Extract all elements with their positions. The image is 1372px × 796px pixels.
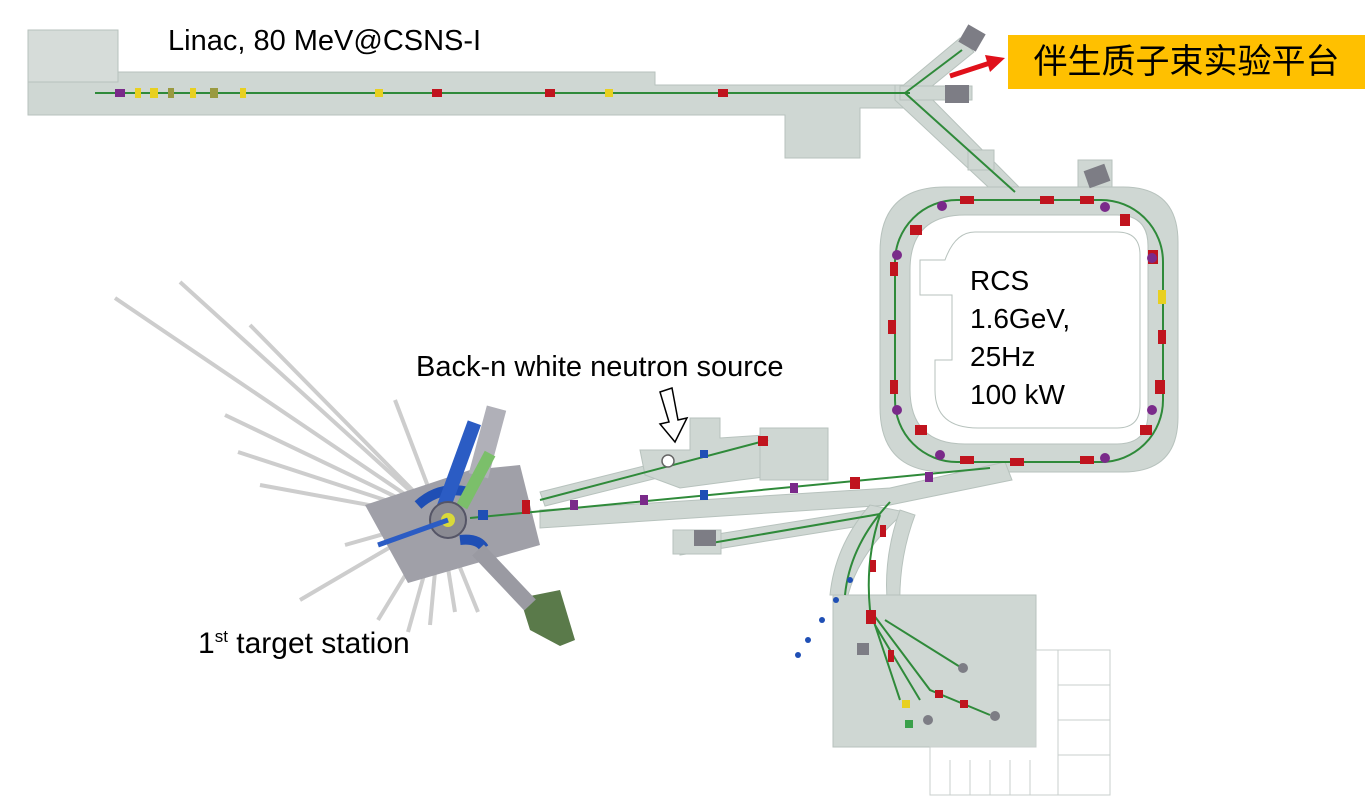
- rcs-energy: 1.6GeV,: [970, 303, 1071, 334]
- backn-arrow-icon: [658, 387, 689, 444]
- rcs-label-block: RCS 1.6GeV, 25Hz 100 kW: [970, 262, 1070, 414]
- target-label-rest: target station: [227, 627, 410, 660]
- rcs-inner-building: [919, 231, 1141, 429]
- target-green-block: [520, 590, 575, 646]
- target-station-label: 1st target station: [198, 626, 410, 662]
- target-lower-guide: [377, 517, 449, 548]
- magnets: [115, 24, 1166, 728]
- hall-beamline-4: [884, 619, 966, 671]
- rtbt-main-tunnel: [539, 461, 1013, 529]
- rtbt-magnets: [478, 436, 933, 520]
- equipment-blocks: [694, 24, 1111, 655]
- backn-label: Back-n white neutron source: [416, 351, 784, 383]
- experimental-hall: [832, 594, 1037, 748]
- platform-arrow-icon: [949, 55, 1005, 79]
- target-label-prefix: 1: [198, 627, 215, 660]
- target-label-superscript: st: [214, 627, 228, 646]
- target-connector: [472, 544, 536, 611]
- experimental-hall-annex: [929, 649, 1111, 796]
- linac-building-left: [27, 29, 119, 83]
- rcs-power: 100 kW: [970, 379, 1065, 410]
- linac-magnets: [115, 88, 728, 98]
- hall-beamline-5: [874, 624, 921, 701]
- backn-beamline: [539, 439, 769, 501]
- annex-grid: [949, 650, 1110, 795]
- rtbt-lower-building: [759, 427, 829, 481]
- target-station: [365, 405, 575, 646]
- target-green-beamline: [456, 450, 496, 510]
- neutron-beamlines: [113, 280, 480, 633]
- linac-label: Linac, 80 MeV@CSNS-I: [168, 25, 482, 57]
- platform-beamline: [904, 49, 963, 94]
- target-upper-tower: [468, 405, 507, 479]
- rcs-magnets: [888, 196, 1166, 466]
- lrbt-beamline: [904, 92, 1016, 193]
- hall-beamline-1: [844, 501, 891, 596]
- target-blue-beamline: [437, 420, 481, 510]
- rcs-title: RCS: [970, 265, 1030, 296]
- hall-magnets: [795, 525, 1000, 728]
- hall-beamline-3: [869, 609, 991, 716]
- platform-label: 伴生质子束实验平台: [1008, 35, 1365, 89]
- rtbt-beamline: [469, 467, 991, 519]
- dump-beamline: [699, 513, 881, 546]
- rcs-rate: 25Hz: [970, 341, 1036, 372]
- hall-beamline-2: [867, 514, 901, 701]
